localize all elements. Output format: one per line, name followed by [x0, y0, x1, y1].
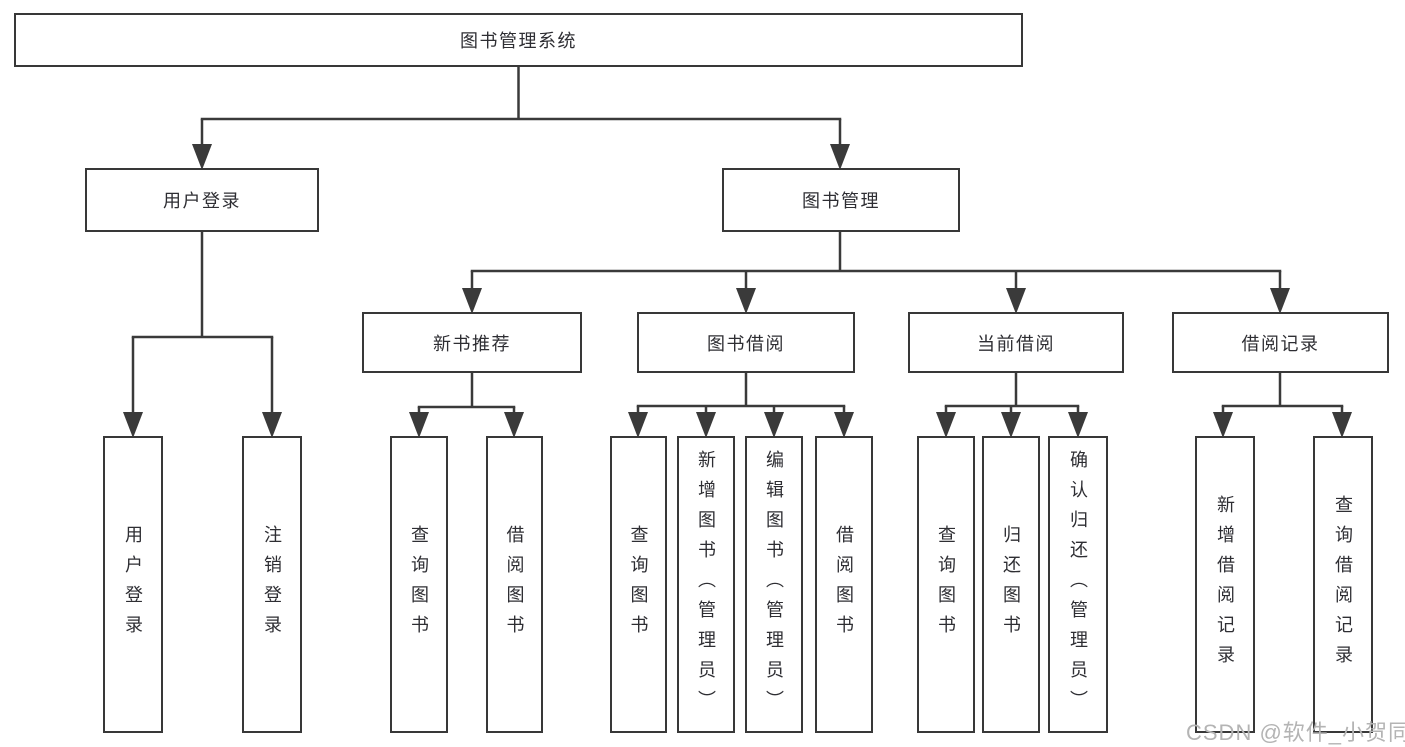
leaf-query-books-borrow: 查询图书: [610, 436, 667, 733]
node-label: 新增借阅记录: [1215, 494, 1235, 675]
node-label: 确认归还（管理员）: [1068, 449, 1088, 720]
node-label: 查询图书: [628, 524, 649, 645]
node-label: 图书借阅: [707, 333, 785, 354]
leaf-edit-books-admin: 编辑图书（管理员）: [745, 436, 803, 733]
node-label: 图书管理: [802, 191, 880, 211]
leaf-borrow-books-recommend: 借阅图书: [486, 436, 543, 733]
node-label: 当前借阅: [977, 333, 1055, 354]
leaf-add-books-admin: 新增图书（管理员）: [677, 436, 735, 733]
node-label: 借阅图书: [504, 524, 525, 645]
node-label: 用户登录: [163, 191, 241, 211]
leaf-add-borrow-record: 新增借阅记录: [1195, 436, 1255, 733]
node-label: 查询借阅记录: [1333, 494, 1353, 675]
node-label: 新增图书（管理员）: [696, 449, 716, 720]
leaf-query-borrow-record: 查询借阅记录: [1313, 436, 1373, 733]
node-book-borrowing: 图书借阅: [637, 312, 855, 373]
leaf-logout-login: 注销登录: [242, 436, 302, 733]
node-label: 借阅记录: [1241, 333, 1320, 354]
leaf-confirm-return-admin: 确认归还（管理员）: [1048, 436, 1108, 733]
node-label: 编辑图书（管理员）: [764, 449, 784, 720]
node-label: 注销登录: [262, 524, 282, 645]
node-library-management-system: 图书管理系统: [14, 13, 1023, 67]
node-user-login: 用户登录: [85, 168, 319, 232]
leaf-query-books-current: 查询图书: [917, 436, 975, 733]
node-book-management: 图书管理: [722, 168, 960, 232]
node-label: 查询图书: [409, 524, 429, 645]
node-label: 查询图书: [936, 524, 956, 645]
node-label: 用户登录: [123, 524, 143, 645]
leaf-borrow-books: 借阅图书: [815, 436, 873, 733]
node-label: 归还图书: [1001, 524, 1021, 645]
node-new-book-recommendation: 新书推荐: [362, 312, 582, 373]
node-label: 新书推荐: [433, 333, 511, 354]
csdn-watermark: CSDN @软件_小贺同学: [1186, 720, 1405, 745]
node-label: 借阅图书: [834, 524, 854, 645]
node-current-borrowing: 当前借阅: [908, 312, 1124, 373]
leaf-query-books-recommend: 查询图书: [390, 436, 448, 733]
node-borrowing-records: 借阅记录: [1172, 312, 1389, 373]
leaf-return-books: 归还图书: [982, 436, 1040, 733]
leaf-user-login: 用户登录: [103, 436, 163, 733]
node-label: 图书管理系统: [460, 31, 577, 51]
